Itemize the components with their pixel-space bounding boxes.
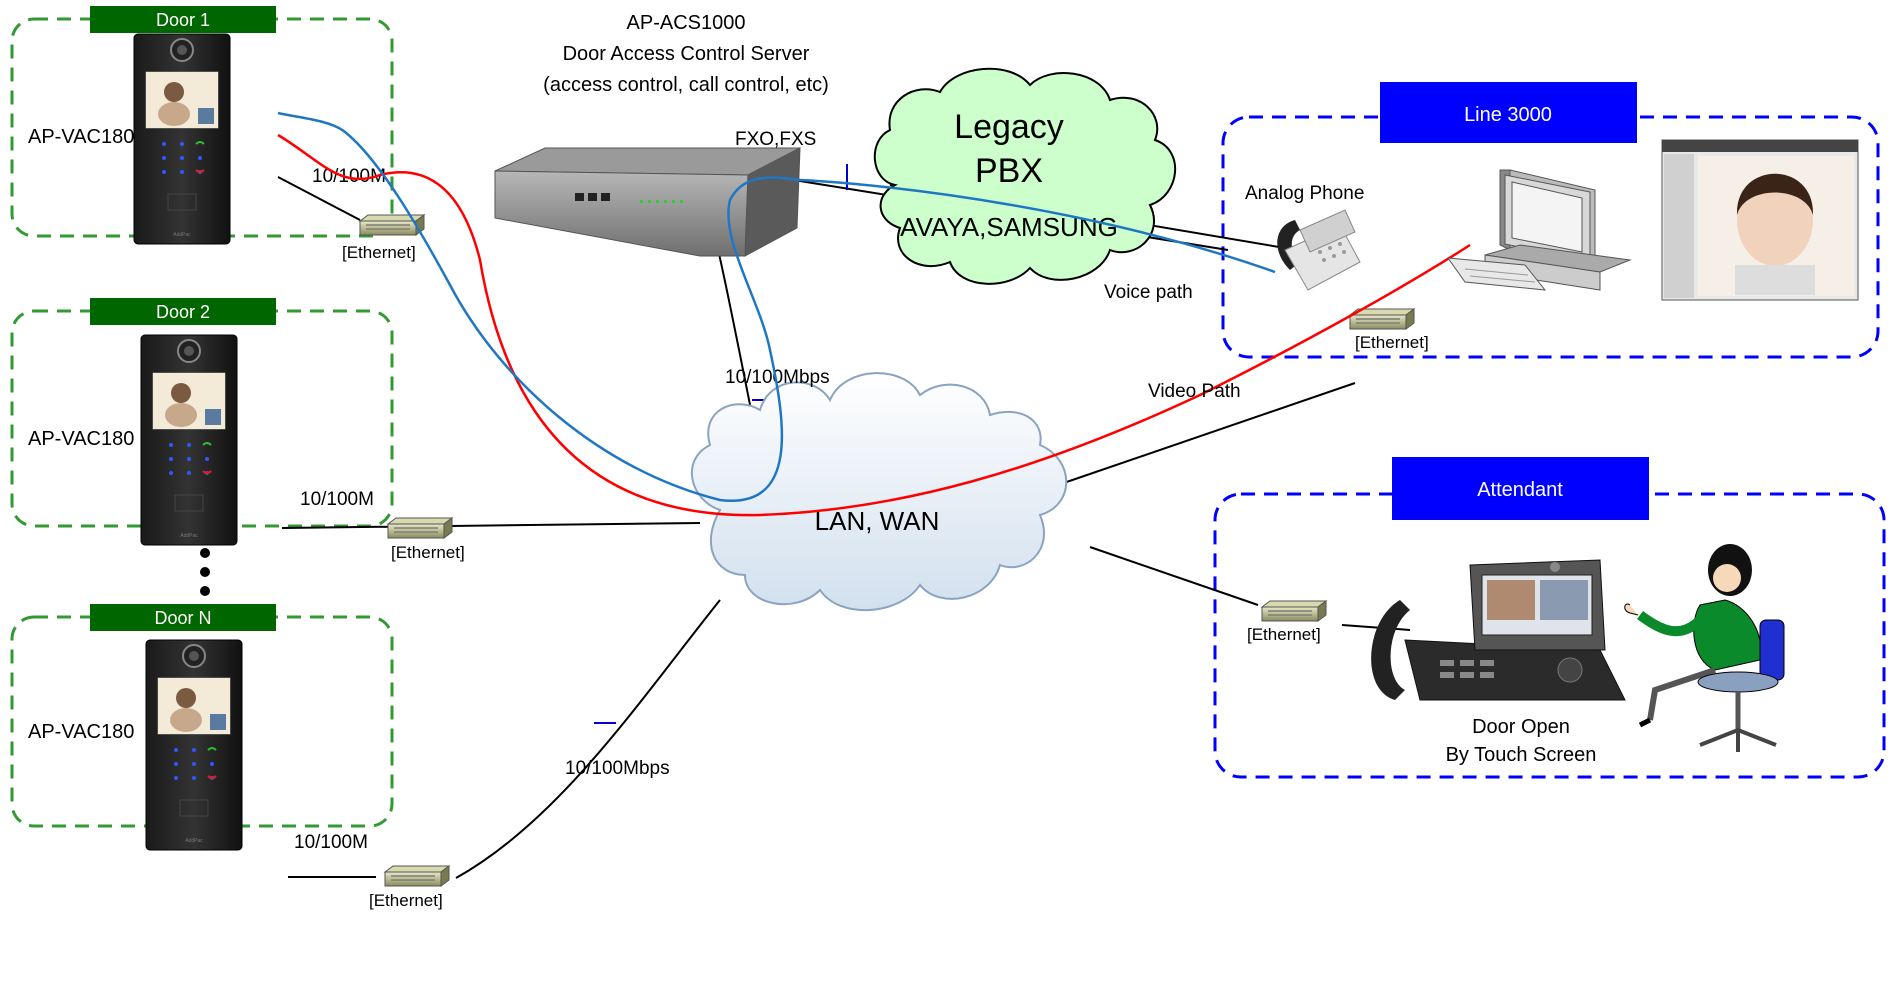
door-n-station	[145, 639, 243, 851]
server-link-speed: 10/100Mbps	[725, 367, 830, 388]
pbx-interface-label: FXO,FXS	[735, 129, 816, 150]
pbx-title-line2: PBX	[975, 152, 1043, 190]
door-2-device-label: AP-VAC180	[28, 428, 134, 450]
voice-path-label: Voice path	[1104, 282, 1193, 303]
line3000-switch-label: [Ethernet]	[1355, 333, 1429, 352]
ellipsis-dot	[200, 548, 210, 558]
door-2-link-speed: 10/100M	[300, 489, 374, 510]
pbx-vendors: AVAYA,SAMSUNG	[900, 212, 1118, 242]
video-client-window	[1661, 139, 1859, 301]
voice-path-line	[277, 111, 1276, 502]
attendant-ethernet-switch	[1261, 600, 1327, 622]
door-1-device-label: AP-VAC180	[28, 126, 134, 148]
attendant-caption-line1: Door Open	[1472, 716, 1570, 738]
door-2-header-label: Door 2	[156, 302, 210, 322]
acs1000-server	[494, 147, 801, 257]
server-functions: (access control, call control, etc)	[543, 74, 829, 96]
door-1-ethernet-switch	[359, 214, 425, 236]
ellipsis-dot	[200, 567, 210, 577]
legacy-pbx-cloud	[873, 67, 1177, 285]
door-n-header	[90, 604, 276, 631]
analog-phone-label: Analog Phone	[1245, 183, 1364, 204]
door-n-device-label: AP-VAC180	[28, 721, 134, 743]
ellipsis-dot	[200, 586, 210, 596]
door-2-header	[90, 298, 276, 325]
server-description: Door Access Control Server	[563, 43, 810, 65]
line3000-header-label: Line 3000	[1464, 104, 1552, 126]
attendant-header-label: Attendant	[1477, 479, 1563, 501]
attendant-header	[1392, 457, 1649, 520]
door-2-station	[140, 334, 238, 546]
door-2-switch-label: [Ethernet]	[391, 543, 465, 562]
door-n-header-label: Door N	[154, 608, 211, 628]
door-n-uplink-speed: 10/100Mbps	[565, 758, 670, 779]
door-1-header-label: Door 1	[156, 10, 210, 30]
pbx-title-line1: Legacy	[954, 108, 1064, 146]
door-1-station	[133, 33, 231, 245]
line3000-header	[1380, 82, 1637, 143]
attendant-caption-line2: By Touch Screen	[1446, 744, 1597, 766]
door-2-ethernet-switch	[387, 517, 453, 539]
door-n-ethernet-switch	[384, 865, 450, 887]
door-1-switch-label: [Ethernet]	[342, 243, 416, 262]
video-desk-phone	[1371, 559, 1626, 701]
server-model: AP-ACS1000	[627, 12, 746, 34]
attendant-switch-label: [Ethernet]	[1247, 625, 1321, 644]
analog-phone	[1277, 209, 1361, 291]
lan-wan-label: LAN, WAN	[815, 506, 940, 536]
operator-figure	[1624, 544, 1785, 752]
door-1-header	[90, 6, 276, 33]
door-n-switch-label: [Ethernet]	[369, 891, 443, 910]
video-path-label: Video Path	[1148, 381, 1241, 402]
video-path-line	[277, 133, 1471, 517]
pc-workstation	[1446, 169, 1632, 291]
lan-wan-cloud	[691, 372, 1068, 611]
door-n-link-speed: 10/100M	[294, 832, 368, 853]
